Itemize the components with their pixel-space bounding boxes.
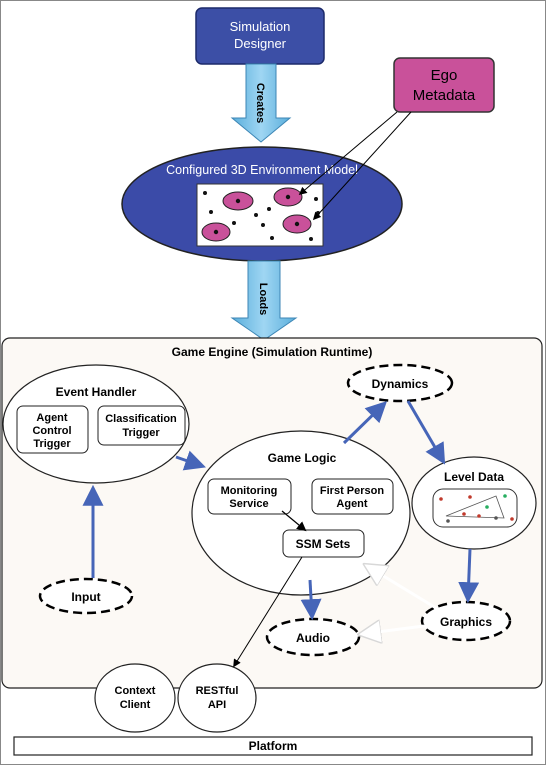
edge-event-handler-to-game-logic (175, 450, 206, 471)
restful-api-node: RESTful API (177, 663, 257, 733)
restful-api-line2: API (208, 699, 226, 711)
edge-game-logic-to-dynamics (342, 401, 388, 445)
ego-metadata-line2: Metadata (413, 87, 476, 104)
creates-arrow: Creates (230, 63, 292, 143)
simulation-designer-line2: Designer (234, 36, 287, 51)
edge-game-logic-to-audio (300, 579, 322, 621)
ego-metadata-line1: Ego (431, 67, 458, 84)
audio-label: Audio (296, 631, 330, 645)
edge-graphics-to-game-logic (367, 566, 437, 610)
input-label: Input (71, 590, 100, 604)
configured-model-node: Configured 3D Environment Model (121, 146, 403, 262)
edge-dynamics-to-level-data (406, 400, 446, 465)
creates-label: Creates (254, 83, 266, 123)
level-data-node: Level Data (411, 456, 537, 550)
game-logic-label: Game Logic (268, 451, 337, 465)
diagram-edges (82, 400, 480, 668)
graphics-node: Graphics (420, 600, 512, 642)
restful-api-line1: RESTful (196, 685, 239, 697)
audio-node: Audio (265, 617, 361, 657)
agent-control-trigger-line3: Trigger (33, 438, 71, 450)
agent-control-trigger-line1: Agent (36, 412, 68, 424)
edge-monitoring-to-ssm (281, 510, 307, 532)
classification-trigger-line2: Trigger (122, 427, 160, 439)
entity-dots (203, 191, 320, 241)
context-client-line1: Context (115, 685, 156, 697)
loads-label: Loads (257, 283, 269, 315)
ssm-sets-label: SSM Sets (296, 537, 351, 551)
dynamics-node: Dynamics (346, 363, 454, 403)
event-handler-node: Event Handler Agent Control Trigger Clas… (2, 364, 190, 484)
first-person-agent-line1: First Person (320, 485, 384, 497)
monitoring-service-line1: Monitoring (221, 485, 278, 497)
simulation-designer-node: Simulation Designer (195, 7, 325, 65)
graphics-label: Graphics (440, 615, 492, 629)
game-logic-node: Game Logic Monitoring Service First Pers… (191, 430, 411, 596)
classification-trigger-line1: Classification (105, 413, 177, 425)
context-client-line2: Client (120, 699, 151, 711)
level-map-entities (439, 494, 514, 523)
level-data-label: Level Data (444, 470, 504, 484)
event-handler-label: Event Handler (56, 385, 137, 399)
first-person-agent-line2: Agent (336, 498, 368, 510)
ego-metadata-node: Ego Metadata (393, 57, 495, 113)
dynamics-label: Dynamics (372, 377, 429, 391)
edge-level-data-to-graphics (458, 548, 480, 604)
platform-bar: Platform (13, 736, 533, 756)
agent-control-trigger-line2: Control (32, 425, 71, 437)
input-node: Input (38, 577, 134, 615)
monitoring-service-line2: Service (229, 498, 268, 510)
configured-model-label: Configured 3D Environment Model (166, 163, 358, 177)
simulation-designer-line1: Simulation (230, 19, 291, 34)
loads-arrow: Loads (230, 260, 298, 341)
game-engine-title: Game Engine (Simulation Runtime) (172, 345, 373, 359)
platform-label: Platform (249, 739, 298, 753)
edge-ssm-to-restful-api (233, 556, 303, 668)
edge-graphics-to-audio (362, 626, 425, 634)
ego-metadata-connectors (298, 111, 412, 221)
context-client-node: Context Client (94, 663, 176, 733)
